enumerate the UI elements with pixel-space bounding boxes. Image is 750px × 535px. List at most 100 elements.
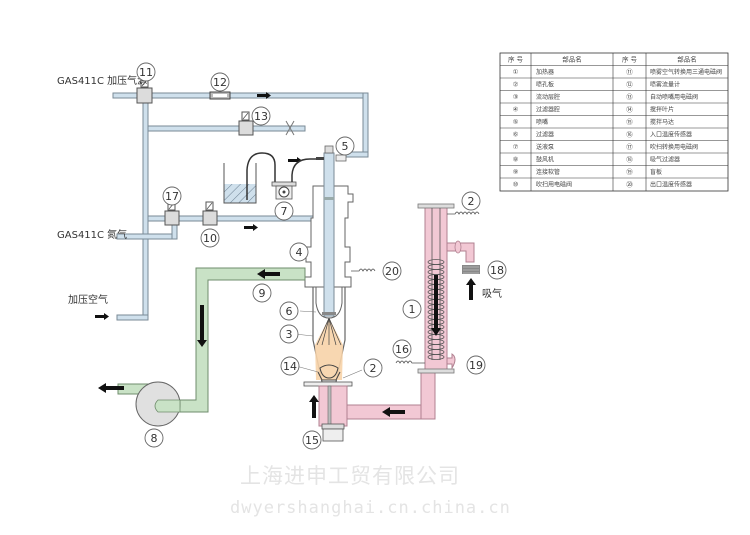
callout-number: 9 — [259, 287, 266, 300]
svg-text:⑤: ⑤ — [513, 118, 519, 126]
callout-number: 3 — [286, 328, 293, 341]
svg-text:鼓风机: 鼓风机 — [536, 156, 554, 164]
table-header: 部品名 — [562, 55, 582, 64]
callout-number: 16 — [395, 343, 409, 356]
callout-number: 14 — [283, 360, 297, 373]
heater-1 — [417, 203, 475, 374]
svg-text:⑫: ⑫ — [626, 81, 633, 89]
callout-5: 5 — [335, 136, 355, 156]
table-row: ⑦ 送液泵 ⑰ 吹扫转换用电磁阀 — [513, 143, 698, 151]
callout-number: 17 — [165, 190, 179, 203]
coil-turn — [427, 354, 445, 360]
arrow-up-icon — [466, 278, 476, 300]
valve-11 — [136, 78, 153, 104]
arrow-up-icon — [309, 395, 319, 418]
callout-number: 15 — [305, 434, 319, 447]
callout-15: 15 — [302, 430, 322, 450]
callout-number: 12 — [213, 76, 227, 89]
svg-text:出口温度传感器: 出口温度传感器 — [650, 181, 692, 189]
leader-lines — [294, 310, 363, 379]
arrow-left-icon — [257, 269, 280, 279]
stirring-blade-14 — [319, 364, 339, 379]
callout-number: 10 — [203, 232, 217, 245]
arrow-down-icon — [197, 305, 207, 347]
callout-number: 13 — [254, 110, 268, 123]
closed-line-mark — [285, 120, 295, 136]
blower-8 — [135, 381, 181, 427]
pump-7 — [271, 158, 322, 200]
svg-text:②: ② — [513, 81, 519, 89]
svg-text:⑰: ⑰ — [626, 143, 633, 151]
temp-sensor-16 — [395, 360, 425, 364]
stirring-motor-15 — [321, 385, 345, 442]
callout-10: 10 — [200, 228, 220, 248]
label-pressurized-gas-source: GAS411C 加压气源 — [57, 74, 147, 87]
callout-number: 20 — [385, 265, 399, 278]
callout-11: 11 — [136, 62, 156, 82]
callout-19: 19 — [466, 355, 486, 375]
svg-text:送液泵: 送液泵 — [536, 143, 554, 151]
callout-number: 19 — [469, 359, 483, 372]
callout-13: 13 — [251, 106, 271, 126]
arrow-right-icon — [244, 224, 258, 231]
svg-text:⑩: ⑩ — [513, 181, 519, 189]
arrow-right-icon — [95, 313, 109, 320]
svg-text:⑦: ⑦ — [513, 143, 519, 151]
nozzle-5 — [316, 145, 347, 317]
callout-number: 11 — [139, 66, 153, 79]
svg-text:喷嘴: 喷嘴 — [536, 118, 548, 126]
svg-text:喷雾流量计: 喷雾流量计 — [650, 81, 680, 89]
svg-text:④: ④ — [513, 106, 519, 114]
flowmeter-12 — [209, 91, 231, 100]
callout-2: 2 — [363, 358, 383, 378]
liquid-beaker — [223, 152, 276, 204]
table-row: ⑩ 吹扫用电磁阀 ⑳ 出口温度传感器 — [513, 181, 692, 189]
callout-7: 7 — [274, 201, 294, 221]
svg-text:吸气过滤器: 吸气过滤器 — [650, 156, 680, 164]
svg-text:喷雾空气转换用三通电磁阀: 喷雾空气转换用三通电磁阀 — [650, 68, 722, 76]
svg-text:吹扫用电磁阀: 吹扫用电磁阀 — [536, 181, 572, 189]
table-header: 序 号 — [622, 55, 638, 64]
svg-text:搅拌叶片: 搅拌叶片 — [650, 106, 674, 114]
svg-text:连接软管: 连接软管 — [536, 168, 560, 176]
svg-text:吹扫转换用电磁阀: 吹扫转换用电磁阀 — [650, 143, 698, 151]
svg-text:⑮: ⑮ — [626, 118, 633, 126]
callout-8: 8 — [144, 428, 164, 448]
svg-text:入口温度传感器: 入口温度传感器 — [650, 131, 692, 139]
suction-filter-18 — [462, 265, 480, 300]
svg-text:⑳: ⑳ — [626, 181, 633, 189]
svg-text:①: ① — [513, 68, 519, 76]
callout-6: 6 — [279, 301, 299, 321]
svg-text:搅拌马达: 搅拌马达 — [650, 118, 674, 126]
svg-text:③: ③ — [513, 93, 519, 101]
callout-number: 4 — [296, 246, 303, 259]
table-header: 部品名 — [677, 55, 697, 64]
callout-number: 7 — [281, 205, 288, 218]
svg-text:⑱: ⑱ — [626, 156, 633, 164]
callout-12: 12 — [210, 72, 230, 92]
arrow-left-icon — [382, 407, 405, 417]
callout-number: 2 — [370, 362, 377, 375]
svg-text:⑥: ⑥ — [513, 131, 519, 139]
callout-17: 17 — [162, 186, 182, 206]
callout-4: 4 — [289, 242, 309, 262]
callout-14: 14 — [280, 356, 300, 376]
watermark-company: 上海进申工贸有限公司 — [240, 464, 460, 488]
temp-sensor-2 — [447, 211, 480, 215]
svg-text:过滤器: 过滤器 — [536, 131, 554, 139]
callout-20: 20 — [382, 261, 402, 281]
exhaust-arrows — [98, 269, 405, 418]
callout-2: 2 — [461, 191, 481, 211]
svg-text:⑨: ⑨ — [513, 168, 519, 176]
svg-text:⑪: ⑪ — [626, 68, 633, 76]
callout-number: 5 — [342, 140, 349, 153]
svg-text:盲板: 盲板 — [650, 168, 662, 176]
label-suction-air: 吸气 — [482, 287, 502, 300]
arrow-left-icon — [98, 383, 124, 393]
label-pressurized-air: 加压空气 — [68, 293, 108, 306]
